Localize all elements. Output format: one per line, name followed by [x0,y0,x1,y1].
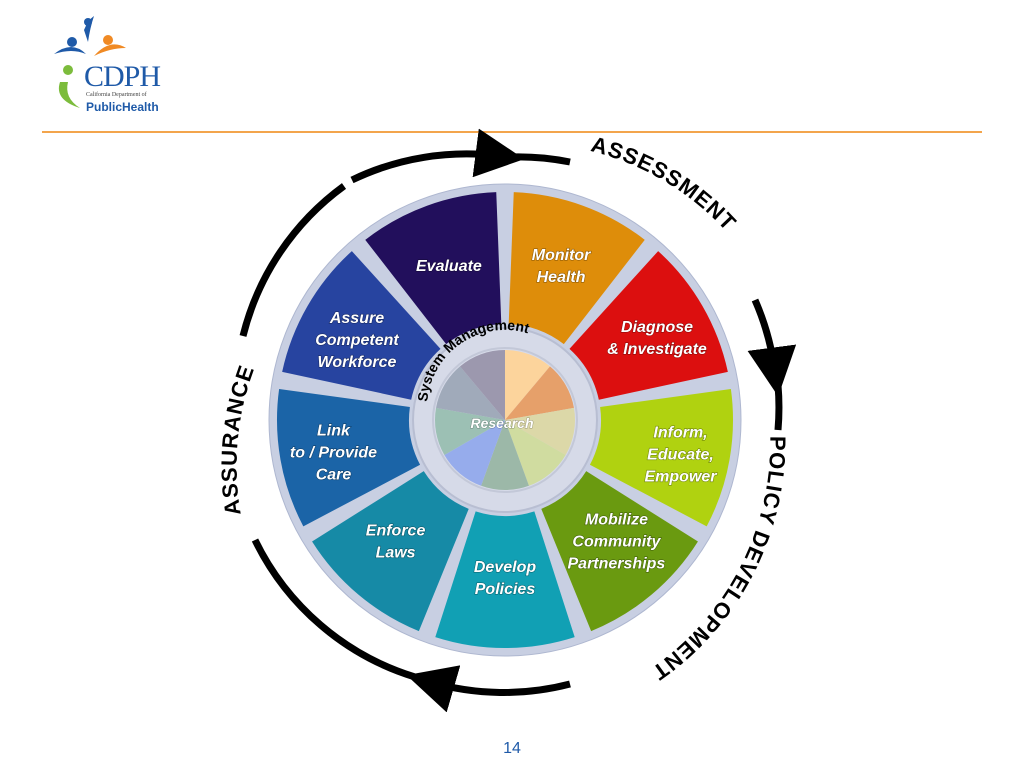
hub-inner-border [432,347,578,493]
segment-enforce-laws [312,471,469,632]
hub-wedge [460,350,505,420]
hub-wedge [444,420,505,486]
hub-wedge [505,350,550,420]
arrow-right-lower [774,384,783,431]
logo-health-text: Health [122,100,159,114]
segment-label-inform-educate-empower: Inform, Educate, Empower [645,424,718,485]
outer-cycle-arrows [239,128,797,713]
segment-label-line: Community [572,534,661,551]
arrow-bottom-left [251,538,417,681]
segment-label-line: Policies [475,581,536,598]
segment-diagnose-investigate [569,251,728,400]
logo-public-health-line: PublicHealth [86,100,159,114]
segment-label-line: Enforce [366,523,426,540]
cdph-figures-icon [54,16,126,108]
segment-link-provide-care [277,389,421,527]
segment-label-line: Mobilize [585,512,648,529]
segment-label-line: Diagnose [621,319,693,336]
hub-wedges [435,350,575,490]
segment-label-line: Inform, [653,424,707,441]
arrow-top [350,128,525,184]
page-number: 14 [503,740,521,757]
segment-label-line: Health [537,269,586,286]
hub-wedge [435,407,505,455]
segment-monitor-health [508,192,645,345]
segment-inform-educate-empower [589,389,733,527]
arrow-right [747,298,797,397]
segment-label-line: Care [316,466,352,483]
segment-label-line: Workforce [318,354,397,371]
segment-assure-competent-workforce [282,251,441,400]
segment-label-line: Link [317,422,351,439]
segment-label-line: Assure [329,310,384,327]
segment-label-line: Laws [376,545,416,562]
hub-wedge [436,366,505,420]
segment-label-diagnose-investigate: Diagnose & Investigate [607,319,707,358]
segment-develop-policies [435,511,575,649]
segment-label-line: Develop [474,559,536,576]
segment-label-line: & Investigate [607,341,707,358]
segment-label-line: Empower [645,468,718,485]
ring-label-assurance: ASSURANCE [216,361,259,517]
segment-evaluate [365,192,502,345]
segment-label-line: Competent [315,332,399,349]
cdph-logo: CDPH California Department of PublicHeal… [50,12,170,114]
hub-wedge [505,407,575,455]
segment-label-line: Educate, [647,446,714,463]
hub-label-research: Research [470,415,533,431]
hub-wedge [481,420,529,490]
segment-label-line: Partnerships [568,556,666,573]
hub-wedge [505,366,574,420]
segment-label-evaluate: Evaluate [416,258,482,275]
segment-label-line: Evaluate [416,258,482,275]
arrow-left [239,183,347,337]
segment-label-line: to / Provide [290,444,377,461]
arrow-top-right [509,153,571,166]
hub-wedge [505,420,566,486]
logo-public-text: Public [86,100,123,114]
logo-letters: CDPH [84,60,161,93]
arrow-bottom [406,665,571,713]
logo-department-line: California Department of [86,92,147,98]
segment-label-line: Monitor [532,247,591,264]
segment-mobilize-community-partnerships [541,471,698,632]
